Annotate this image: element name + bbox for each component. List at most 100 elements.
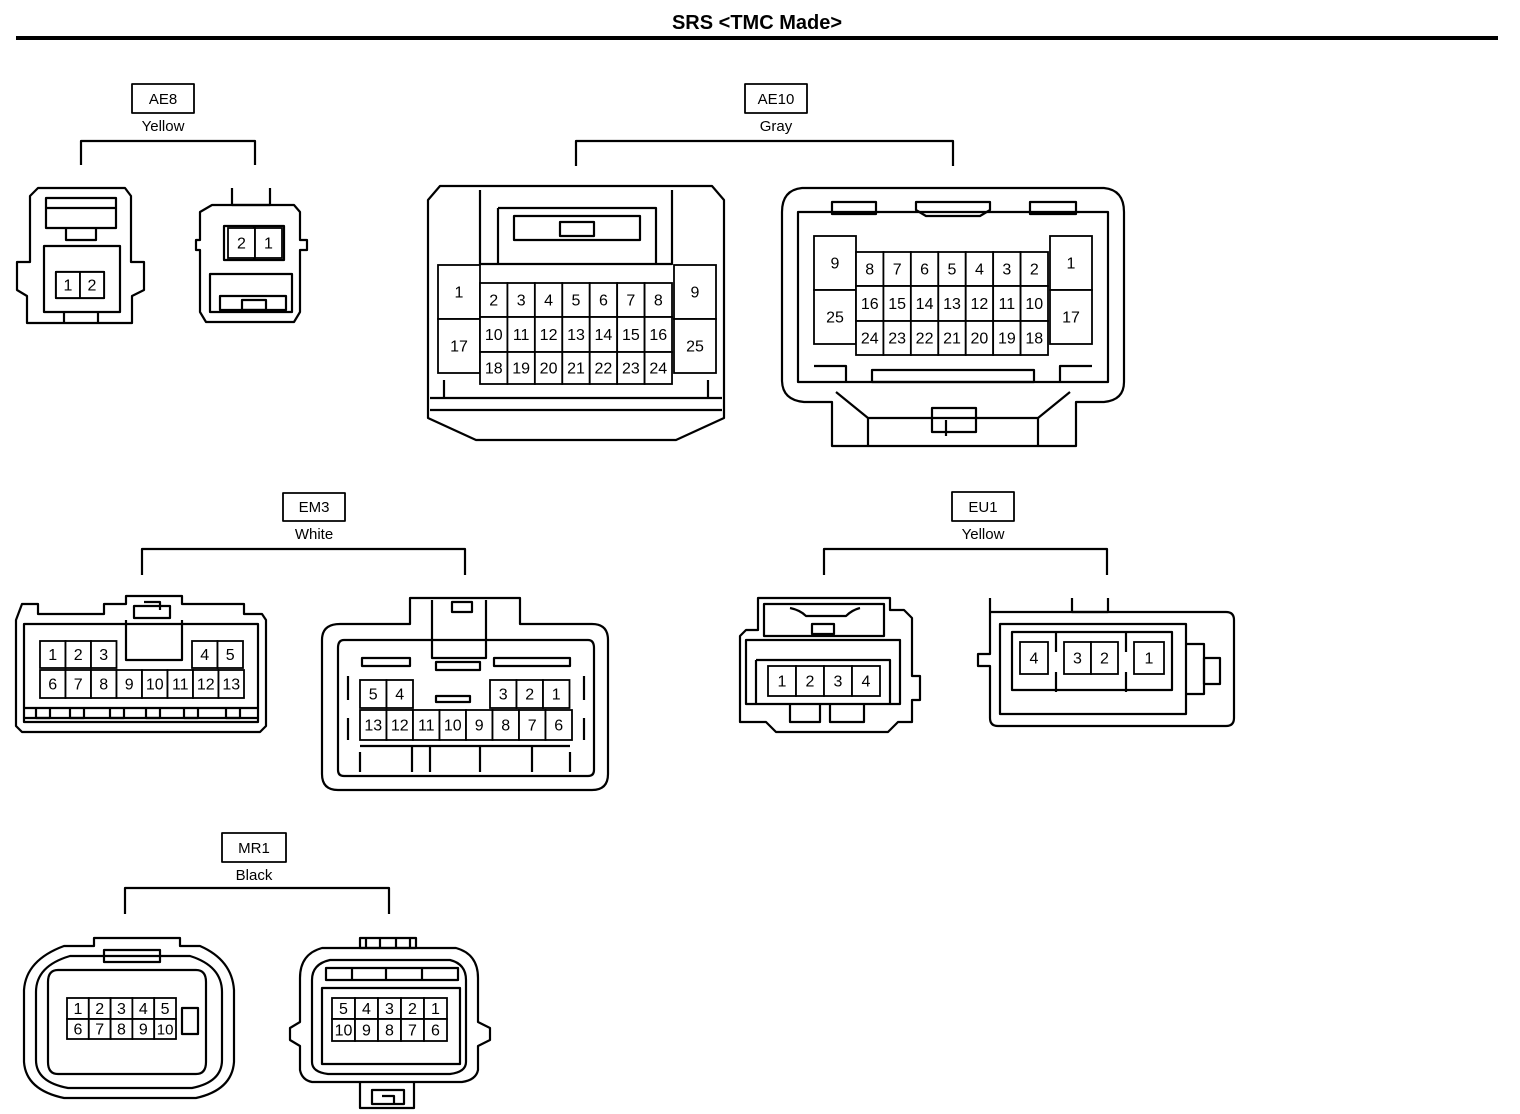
pin-cell <box>1090 641 1119 675</box>
pin-number: 4 <box>200 647 209 664</box>
pin-number: 8 <box>117 1022 126 1039</box>
pin-cell <box>855 251 885 287</box>
pin-number: 6 <box>73 1022 82 1039</box>
pin-number: 2 <box>1030 262 1039 279</box>
pin-number: 1 <box>1145 651 1154 668</box>
pin-number: 8 <box>501 718 510 735</box>
pin-number: 6 <box>920 262 929 279</box>
pin-number: 3 <box>117 1001 126 1018</box>
connector-em3: EM3 White <box>14 492 610 792</box>
pin-number: 19 <box>998 331 1016 348</box>
pin-cell <box>992 251 1022 287</box>
pin-number: 11 <box>513 327 530 344</box>
pin-number: 9 <box>475 718 484 735</box>
pin-number: 20 <box>971 331 989 348</box>
pin-cell <box>227 227 256 259</box>
pin-number: 3 <box>1002 262 1011 279</box>
pin-number: 14 <box>595 327 613 344</box>
pin-cell <box>438 709 467 741</box>
connector-view-male <box>320 596 610 792</box>
connector-id: AE10 <box>758 91 795 108</box>
pin-number: 3 <box>1073 651 1082 668</box>
pin-number: 16 <box>649 327 667 344</box>
pin-cell <box>533 282 564 318</box>
pin-number: 10 <box>157 1022 174 1039</box>
pin-number: 8 <box>99 677 108 694</box>
pin-number: 8 <box>385 1023 394 1040</box>
pin-cell <box>964 251 995 287</box>
pin-number: 5 <box>161 1001 170 1018</box>
pin-number: 5 <box>226 647 235 664</box>
pin-number: 10 <box>146 677 164 694</box>
pin-number: 2 <box>489 293 498 310</box>
pin-cell <box>216 640 244 669</box>
view-bracket <box>140 547 467 575</box>
pin-cell <box>1063 641 1092 675</box>
pin-cell <box>39 669 67 699</box>
connector-color: Yellow <box>142 118 185 135</box>
pin-number: 17 <box>1062 310 1080 327</box>
pin-cell <box>813 235 857 291</box>
pin-cell <box>851 665 881 697</box>
connector-color: White <box>295 526 333 543</box>
pin-number: 1 <box>64 278 73 295</box>
pin-number: 4 <box>395 687 404 704</box>
connector-eu1: EU1 Yellow <box>738 491 1236 734</box>
pin-number: 7 <box>95 1022 104 1039</box>
pin-number: 9 <box>125 677 134 694</box>
pin-number: 6 <box>48 677 57 694</box>
pin-number: 3 <box>385 1001 394 1018</box>
pin-number: 2 <box>408 1001 417 1018</box>
pin-number: 4 <box>544 293 553 310</box>
pin-cell <box>141 669 169 699</box>
connector-id-box <box>282 492 346 522</box>
pin-number: 11 <box>418 718 435 735</box>
pin-number: 15 <box>622 327 640 344</box>
pin-cell <box>909 251 940 287</box>
pin-number: 1 <box>552 687 561 704</box>
connector-ae10: AE10 Gray <box>426 83 1126 448</box>
pin-cell <box>909 320 940 356</box>
pin-number: 7 <box>408 1023 417 1040</box>
pin-cell <box>673 264 717 320</box>
pin-number: 20 <box>540 361 558 378</box>
pin-number: 4 <box>975 262 984 279</box>
pin-cell <box>561 316 591 353</box>
pin-cell <box>992 285 1022 322</box>
pin-number: 2 <box>95 1001 104 1018</box>
pin-number: 11 <box>172 677 189 694</box>
pin-number: 9 <box>691 285 700 302</box>
pin-number: 13 <box>364 718 382 735</box>
pin-number: 9 <box>831 256 840 273</box>
pin-number: 9 <box>362 1023 371 1040</box>
pin-cell <box>964 320 995 356</box>
pin-cell <box>673 318 717 374</box>
pin-number: 10 <box>444 718 462 735</box>
connector-id-box <box>951 491 1015 522</box>
view-bracket <box>822 547 1109 575</box>
pin-number: 21 <box>567 361 585 378</box>
pin-number: 2 <box>806 674 815 691</box>
pin-number: 3 <box>517 293 526 310</box>
pin-number: 3 <box>834 674 843 691</box>
pin-number: 3 <box>99 647 108 664</box>
pin-number: 16 <box>861 296 879 313</box>
pin-cell <box>616 316 646 353</box>
pin-number: 1 <box>778 674 787 691</box>
pin-number: 3 <box>499 687 508 704</box>
pin-cell <box>166 669 194 699</box>
pin-number: 10 <box>335 1023 353 1040</box>
pin-number: 13 <box>943 296 961 313</box>
pin-cell <box>643 351 673 385</box>
pin-cell <box>64 669 92 699</box>
pin-cell <box>1019 641 1049 675</box>
pin-cell <box>423 1018 448 1042</box>
pin-cell <box>115 669 143 699</box>
pin-number: 4 <box>362 1001 371 1018</box>
pin-number: 18 <box>485 361 503 378</box>
pin-number: 1 <box>1067 256 1076 273</box>
pin-cell <box>385 679 414 709</box>
pin-number: 24 <box>861 331 879 348</box>
pin-number: 7 <box>528 718 537 735</box>
